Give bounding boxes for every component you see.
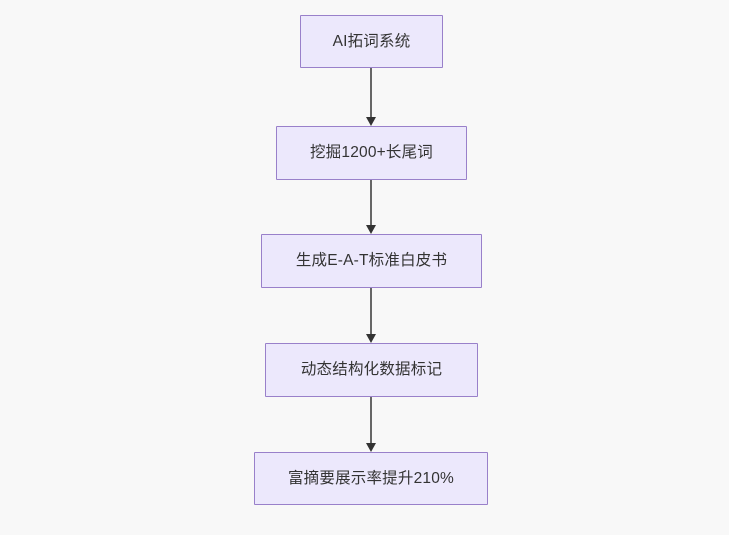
flow-node-label: AI拓词系统: [332, 32, 411, 50]
edge-line: [370, 68, 372, 118]
edge-line: [370, 180, 372, 226]
arrowhead-down-icon: [366, 117, 376, 126]
arrowhead-down-icon: [366, 225, 376, 234]
arrowhead-down-icon: [366, 443, 376, 452]
flow-node-mine-longtail-keywords[interactable]: 挖掘1200+长尾词: [276, 126, 467, 180]
edge-line: [370, 288, 372, 335]
flow-edge-1: [366, 68, 376, 126]
flow-node-label: 富摘要展示率提升210%: [287, 469, 455, 487]
edge-line: [370, 397, 372, 444]
flow-node-rich-snippet-impression-uplift[interactable]: 富摘要展示率提升210%: [254, 452, 488, 505]
flow-node-dynamic-structured-data-markup[interactable]: 动态结构化数据标记: [265, 343, 478, 397]
flow-edge-4: [366, 397, 376, 452]
flow-node-label: 生成E-A-T标准白皮书: [295, 252, 448, 270]
flow-node-generate-eat-whitepaper[interactable]: 生成E-A-T标准白皮书: [261, 234, 482, 288]
arrowhead-down-icon: [366, 334, 376, 343]
flow-node-label: 动态结构化数据标记: [300, 361, 443, 379]
flow-node-label: 挖掘1200+长尾词: [309, 144, 434, 162]
flow-edge-2: [366, 180, 376, 234]
flow-edge-3: [366, 288, 376, 343]
flow-node-ai-keyword-system[interactable]: AI拓词系统: [300, 15, 443, 68]
